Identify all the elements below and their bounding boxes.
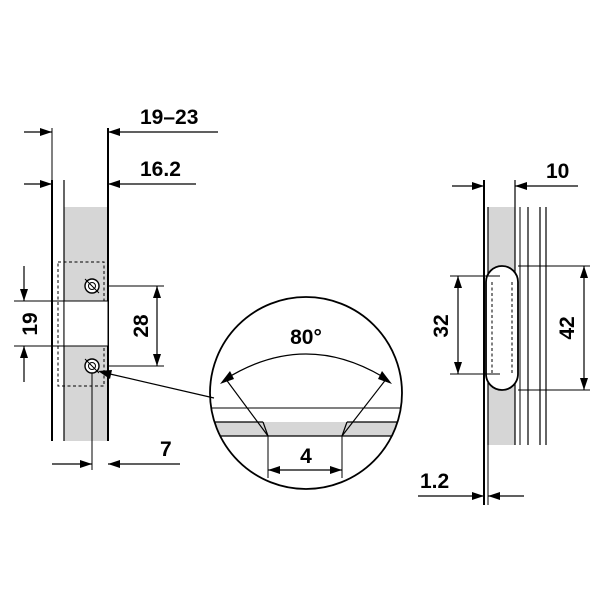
dim-16-2-label: 16.2 <box>140 158 181 181</box>
hinge-center-block <box>63 300 109 347</box>
dim-28: 28 <box>108 285 164 367</box>
dim-7: 7 <box>52 373 180 470</box>
dim-32-label: 32 <box>430 314 453 337</box>
front-view: 19–23 16.2 28 19 <box>14 106 218 470</box>
dim-42-label: 42 <box>556 316 579 339</box>
dim-28-label: 28 <box>130 314 153 338</box>
dim-19: 19 <box>14 266 64 382</box>
hinge-body-dashed <box>57 261 105 387</box>
dim-7-label: 7 <box>160 438 172 461</box>
detail-panel-band <box>210 422 402 436</box>
dim-10: 10 <box>452 160 578 190</box>
dim-19-23: 19–23 <box>24 106 218 180</box>
screw-hole-lower <box>84 358 100 374</box>
detail-leader <box>98 370 215 399</box>
dim-42: 42 <box>518 265 590 391</box>
hinge-slot <box>485 265 519 391</box>
dim-1-2: 1.2 <box>418 445 524 505</box>
detail-circle <box>209 296 403 490</box>
dim-19-label: 19 <box>19 312 42 335</box>
dim-1-2-label: 1.2 <box>420 470 449 493</box>
dim-32: 32 <box>430 275 500 375</box>
screw-hole-upper <box>84 278 100 294</box>
dim-19-23-label: 19–23 <box>140 106 198 129</box>
dim-4-label: 4 <box>300 445 312 468</box>
dim-10-label: 10 <box>546 160 569 183</box>
detail-view: 80° 4 <box>209 296 403 490</box>
dim-16-2: 16.2 <box>24 158 196 188</box>
side-view: 10 32 42 1.2 <box>418 160 590 505</box>
dim-angle-label: 80° <box>290 326 322 349</box>
